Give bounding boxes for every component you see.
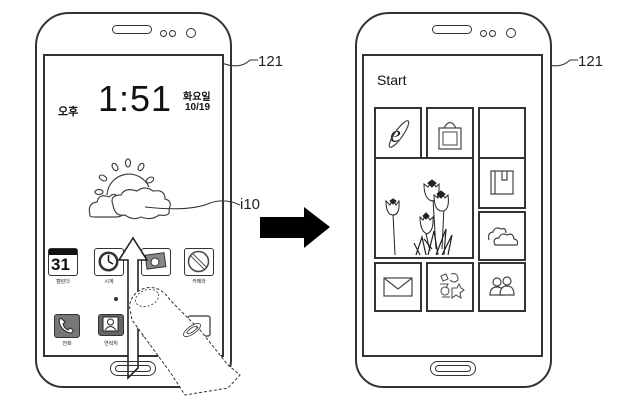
tile-notes[interactable] (478, 157, 526, 209)
camera-icon (187, 250, 210, 273)
tile-mail[interactable] (374, 262, 422, 312)
page-indicator-dot (114, 297, 118, 301)
mail-icon (383, 277, 413, 297)
photos-tulips-tile (385, 179, 453, 256)
app-clock[interactable]: 시계 (92, 248, 128, 288)
notes-icon (490, 170, 514, 195)
home-button[interactable] (430, 361, 476, 376)
app-calendar[interactable]: 31 캘린더 (46, 248, 82, 288)
reference-label-121: 121 (578, 53, 604, 70)
app-label: 시계 (104, 279, 114, 285)
app-camera[interactable]: 카메라 (182, 248, 218, 288)
phone-icon (58, 317, 74, 334)
date-label: 10/19 (185, 102, 211, 113)
app-label: 전화 (62, 341, 72, 347)
app-messages[interactable]: 메시지 (140, 314, 176, 350)
store-bag-icon (438, 121, 462, 150)
app-label: 캘린더 (56, 279, 70, 285)
app-label: 연락처 (104, 341, 118, 347)
speaker-grille (112, 25, 152, 34)
internet-explorer-icon: e (388, 120, 410, 148)
front-camera-icon (506, 28, 516, 38)
tile-store[interactable] (426, 107, 474, 162)
calendar-icon: 31 (51, 255, 70, 274)
sensor-dot (160, 30, 167, 37)
games-icon (440, 273, 465, 300)
app-gallery[interactable] (139, 248, 175, 288)
weekday-label: 화요일 (183, 92, 211, 103)
reference-label-121: 121 (258, 53, 284, 70)
sensor-dot (489, 30, 496, 37)
tile-people[interactable] (478, 262, 526, 312)
app-icon (187, 315, 211, 337)
app-unnamed[interactable] (186, 314, 214, 340)
tile-internet[interactable]: e (374, 107, 422, 162)
tile-empty[interactable] (478, 107, 526, 162)
start-title: Start (377, 72, 407, 88)
tile-photos[interactable] (374, 157, 474, 259)
reference-label-i10: i10 (240, 196, 261, 213)
sun-behind-cloud-icon (88, 158, 171, 220)
clock-icon (98, 251, 119, 272)
app-contacts[interactable]: 연락처 (96, 314, 132, 350)
svg-text:e: e (390, 122, 401, 148)
app-label: 메시지 (148, 341, 162, 347)
tile-games[interactable] (426, 262, 474, 312)
app-phone[interactable]: 전화 (52, 314, 88, 350)
sensor-dot (169, 30, 176, 37)
right-arrow-icon (260, 207, 330, 248)
contacts-icon (102, 316, 119, 332)
ampm-label: 오후 (58, 106, 79, 118)
gallery-icon (144, 252, 167, 270)
cloud-icon (487, 227, 519, 246)
tile-cloud[interactable] (478, 211, 526, 261)
home-button[interactable] (110, 361, 156, 376)
sensor-dot (480, 30, 487, 37)
clock-time: 1:51 (98, 78, 173, 119)
people-icon (489, 276, 515, 296)
app-label: 카메라 (192, 279, 206, 285)
speaker-grille (432, 25, 472, 34)
message-icon (142, 315, 167, 337)
front-camera-icon (186, 28, 196, 38)
